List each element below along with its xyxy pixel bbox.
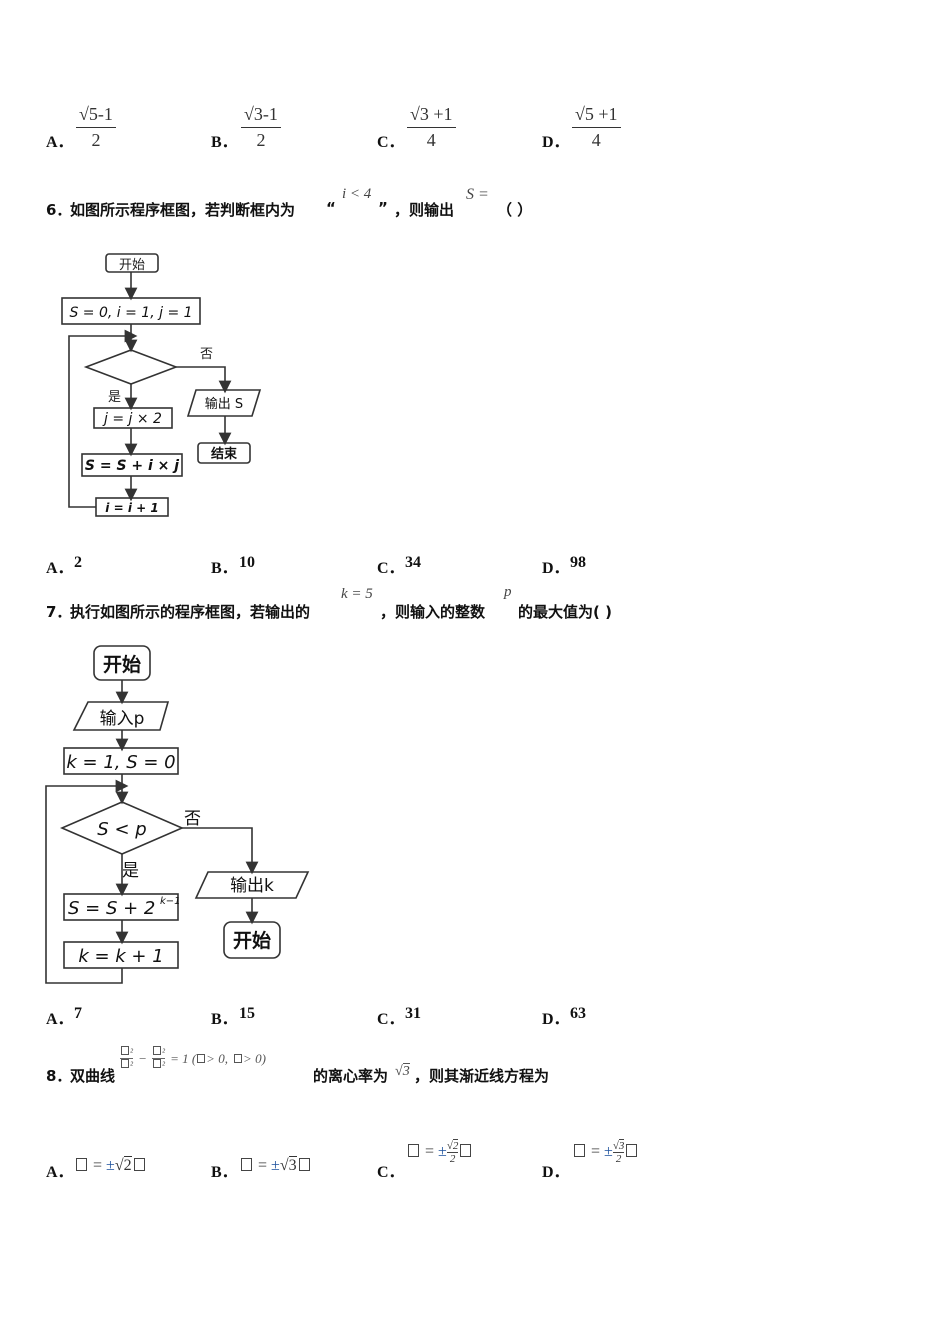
q7-flow-step1: S = S + 2 bbox=[68, 898, 155, 919]
q6-number: 6． bbox=[46, 201, 72, 219]
q6-option-b-value: 10 bbox=[239, 554, 255, 571]
q7-option-a-value: 7 bbox=[74, 1005, 82, 1022]
q6-option-a-letter: A． bbox=[46, 560, 74, 577]
q8-option-b-expr: = ±√3 bbox=[239, 1156, 312, 1175]
q6-answer-paren: （ ） bbox=[497, 201, 533, 219]
q6-option-c-letter: C． bbox=[377, 560, 405, 577]
q7-flow-condition: S < p bbox=[97, 819, 146, 840]
q6-option-d-value: 98 bbox=[570, 554, 586, 571]
q6-text-1: 如图所示程序框图，若判断框内为 bbox=[70, 201, 296, 219]
q8-eccentricity: √3 bbox=[395, 1063, 410, 1079]
q5-option-d-fraction: √5 +1 4 bbox=[572, 104, 621, 151]
q5-option-b-fraction: √3-1 2 bbox=[241, 104, 281, 151]
q6-flow-step2: S = S + i × j bbox=[85, 458, 179, 474]
q6-flowchart: 开始 S = 0, i = 1, j = 1 否 是 j = j × 2 S =… bbox=[61, 253, 262, 517]
q6-flow-step1-box bbox=[93, 407, 173, 429]
q7-flowchart: 开始 输入p k = 1, S = 0 S < p 否 是 S = S + 2 … bbox=[45, 645, 310, 984]
q6-flow-init: S = 0, i = 1, j = 1 bbox=[69, 305, 192, 321]
q7-flow-step1-exponent: k−1 bbox=[160, 896, 181, 907]
q7-flow-step2: k = k + 1 bbox=[78, 946, 163, 967]
q6-option-c-value: 34 bbox=[405, 554, 421, 571]
q7-flow-no: 否 bbox=[184, 809, 201, 829]
q6-flow-start-box bbox=[105, 253, 159, 273]
q7-option-c-value: 31 bbox=[405, 1005, 421, 1022]
q6-option-d-letter: D． bbox=[542, 560, 570, 577]
q7-p-var: p bbox=[504, 584, 512, 600]
q7-flow-end-box bbox=[223, 921, 281, 959]
q6-output-s: S = bbox=[466, 186, 489, 203]
q6-flow-start: 开始 bbox=[119, 258, 145, 273]
q8-eq-cond: > 0, bbox=[206, 1051, 228, 1066]
q7-flow-yes: 是 bbox=[122, 861, 139, 881]
q7-flow-init: k = 1, S = 0 bbox=[66, 752, 175, 773]
q7-flow-init-box bbox=[63, 747, 179, 775]
q6-flow-yes: 是 bbox=[108, 390, 121, 405]
q7-text-1: 执行如图所示的程序框图，若输出的 bbox=[70, 603, 311, 621]
q8-option-d-letter: D． bbox=[542, 1164, 570, 1181]
q7-text-2: ，则输入的整数 bbox=[380, 603, 486, 621]
q8-eq-cond2: > 0) bbox=[243, 1051, 266, 1066]
q5-option-b-letter: B． bbox=[211, 134, 238, 151]
q6-option-a-value: 2 bbox=[74, 554, 82, 571]
q6-quote-open: “ bbox=[326, 199, 336, 217]
q5-option-a-fraction: √5-1 2 bbox=[76, 104, 116, 151]
q8-number: 8． bbox=[46, 1067, 72, 1085]
q7-k-value: k = 5 bbox=[341, 586, 373, 602]
q8-option-c-letter: C． bbox=[377, 1164, 405, 1181]
q8-option-b-letter: B． bbox=[211, 1164, 238, 1181]
q7-flow-output: 输出k bbox=[230, 876, 274, 896]
q7-option-a-letter: A． bbox=[46, 1011, 74, 1028]
q8-text-1: 双曲线 bbox=[70, 1067, 116, 1085]
q6-option-b-letter: B． bbox=[211, 560, 238, 577]
q7-option-c-letter: C． bbox=[377, 1011, 405, 1028]
q7-option-d-value: 63 bbox=[570, 1005, 586, 1022]
q7-flow-input: 输入p bbox=[100, 709, 145, 729]
q6-flow-step3: i = i + 1 bbox=[105, 501, 158, 515]
q5-option-a-letter: A． bbox=[46, 134, 74, 151]
q6-flow-end-box bbox=[197, 442, 251, 464]
q6-flow-step1: j = j × 2 bbox=[102, 411, 162, 427]
q7-option-d-letter: D． bbox=[542, 1011, 570, 1028]
q6-text-2: ，则输出 bbox=[394, 201, 455, 219]
q7-text-3: 的最大值为( ) bbox=[518, 603, 612, 621]
q6-flow-end: 结束 bbox=[211, 446, 238, 462]
q8-option-a-letter: A． bbox=[46, 1164, 74, 1181]
q7-flow-input-box bbox=[72, 701, 170, 731]
q5-option-d-letter: D． bbox=[542, 134, 570, 151]
q6-flow-decision bbox=[83, 349, 179, 385]
q8-eq-rest: = 1 ( bbox=[170, 1051, 197, 1066]
q6-condition: i < 4 bbox=[342, 186, 372, 202]
q6-flow-no: 否 bbox=[200, 347, 213, 362]
q7-option-b-letter: B． bbox=[211, 1011, 238, 1028]
q6-flow-output: 输出 S bbox=[205, 396, 243, 412]
q6-flow-output-box bbox=[186, 389, 262, 417]
q7-flow-output-box bbox=[194, 871, 310, 899]
q7-flow-start: 开始 bbox=[103, 653, 141, 676]
q5-option-c-letter: C． bbox=[377, 134, 405, 151]
q7-flow-step1-box bbox=[63, 893, 179, 921]
q6-flow-step2-box bbox=[81, 453, 183, 477]
q7-number: 7． bbox=[46, 603, 72, 621]
q8-text-2: 的离心率为 bbox=[313, 1067, 389, 1085]
q7-option-b-value: 15 bbox=[239, 1005, 255, 1022]
q7-flow-end: 开始 bbox=[233, 929, 271, 952]
q8-text-3: ，则其渐近线方程为 bbox=[414, 1067, 550, 1085]
q7-flow-step2-box bbox=[63, 941, 179, 969]
q6-quote-close: ” bbox=[378, 199, 388, 217]
q8-option-a-expr: = ±√2 bbox=[74, 1156, 147, 1175]
q5-option-c-fraction: √3 +1 4 bbox=[407, 104, 456, 151]
